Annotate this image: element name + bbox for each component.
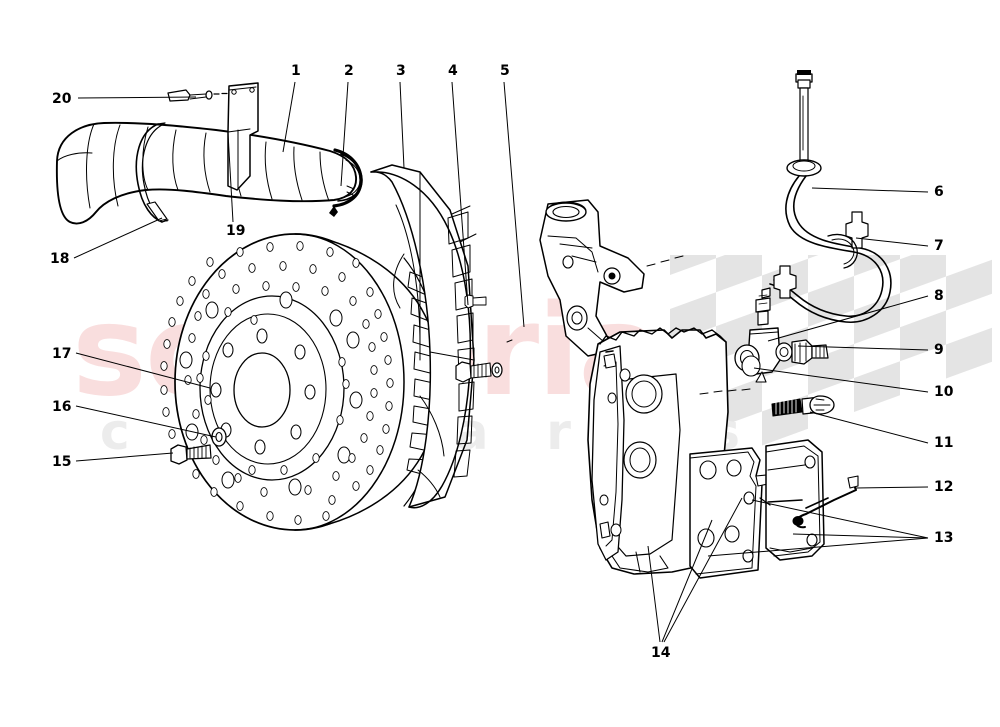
part-duct-mounting-bracket [227, 82, 259, 191]
callout-16[interactable]: 16 [52, 399, 72, 415]
callout-8[interactable]: 8 [934, 288, 944, 304]
part-hose-clamp [329, 148, 363, 217]
part-shield-fixing-screw [455, 361, 492, 383]
callout-3[interactable]: 3 [396, 63, 406, 79]
part-hose-retaining-clip [827, 233, 858, 269]
part-upper-shield-screw [464, 294, 487, 309]
part-disc-fixing-screw [170, 444, 212, 465]
callout-4[interactable]: 4 [448, 63, 458, 79]
callout-6[interactable]: 6 [934, 184, 944, 200]
callout-9[interactable]: 9 [934, 342, 944, 358]
part-shield-washer [491, 362, 503, 378]
callout-5[interactable]: 5 [500, 63, 510, 79]
part-air-duct-hose [55, 121, 363, 225]
callout-11[interactable]: 11 [934, 435, 954, 451]
callout-17[interactable]: 17 [52, 346, 72, 362]
callout-2[interactable]: 2 [344, 63, 354, 79]
callout-14[interactable]: 14 [651, 645, 671, 661]
callout-15[interactable]: 15 [52, 454, 72, 470]
part-duct-support-clamp [135, 122, 169, 223]
callout-19[interactable]: 19 [226, 223, 246, 239]
part-brake-disc-drilled [160, 233, 441, 531]
callout-12[interactable]: 12 [934, 479, 954, 495]
callout-20[interactable]: 20 [52, 91, 72, 107]
callout-7[interactable]: 7 [934, 238, 944, 254]
part-hub-carrier [506, 199, 684, 357]
callout-10[interactable]: 10 [934, 384, 954, 400]
callout-1[interactable]: 1 [291, 63, 301, 79]
callout-13[interactable]: 13 [934, 530, 954, 546]
part-brake-disc-shield [370, 164, 477, 509]
callout-18[interactable]: 18 [50, 251, 70, 267]
